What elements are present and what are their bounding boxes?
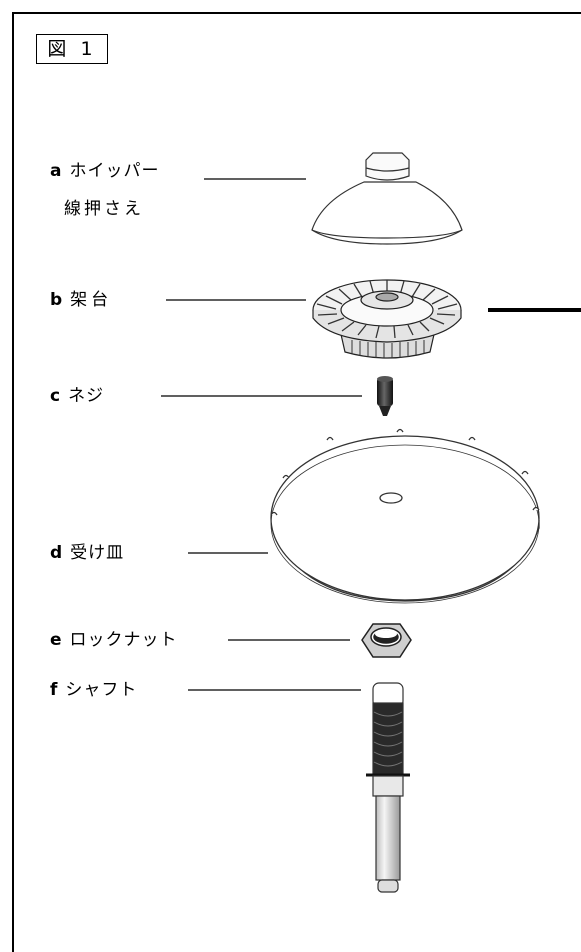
part-key-d: d [50,543,63,563]
part-label-e: e ロックナット [50,629,178,651]
part-label-a: a ホイッパー [50,160,159,182]
leader-lines [161,178,362,691]
exploded-diagram [161,152,581,893]
part-name-a: ホイッパー [69,161,160,181]
part-label-f: f シャフト [50,679,137,701]
part-name-d: 受け皿 [70,543,125,563]
figure-label: 図 1 [36,34,108,64]
part-key-e: e [50,630,62,650]
part-key-c: c [50,386,61,406]
part-name-e: ロックナット [69,630,178,650]
figure-frame [12,12,581,952]
drip-tray-part [270,428,540,604]
whipper-wire-holder-part [311,152,463,245]
part-name-f: シャフト [65,680,138,700]
part-key-a: a [50,161,62,181]
part-name-a-line2: 線押さえ [64,199,144,219]
part-name-c: ネジ [68,386,105,406]
part-label-c: c ネジ [50,385,104,407]
stand-part [312,279,462,359]
part-key-b: b [50,290,63,310]
lock-nut-part [361,623,412,658]
part-label-d: d 受け皿 [50,542,124,564]
screw-part [377,376,393,416]
part-label-b: b 架台 [50,289,112,311]
shaft-part [366,682,410,893]
part-name-b: 架台 [70,290,113,310]
part-key-f: f [50,680,58,700]
